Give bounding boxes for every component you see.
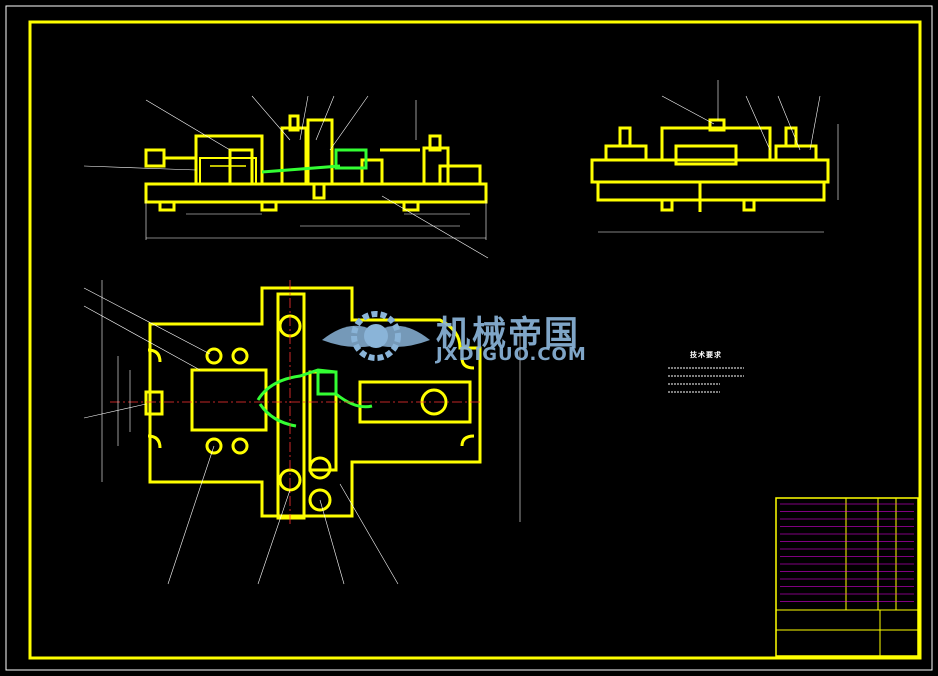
top-view-centerlines [110, 280, 480, 524]
watermark-brand-cn: 机械帝国 [436, 314, 580, 354]
front-view-dimensions [83, 95, 489, 259]
technical-requirements-title: 技术要求 [690, 351, 722, 359]
outer-frame [5, 5, 933, 671]
title-block-rows [780, 503, 914, 602]
front-view [144, 114, 488, 212]
front-view-highlight [261, 148, 368, 174]
side-view [590, 118, 830, 212]
winged-gear-icon [322, 311, 430, 361]
title-block [775, 497, 919, 657]
top-view [144, 286, 482, 520]
top-view-highlight [256, 368, 373, 428]
side-view-dimensions [598, 80, 839, 233]
top-view-dimensions [83, 280, 521, 585]
drawing-border [28, 20, 922, 660]
watermark-brand-en: JXDIGUO.COM [436, 344, 587, 365]
